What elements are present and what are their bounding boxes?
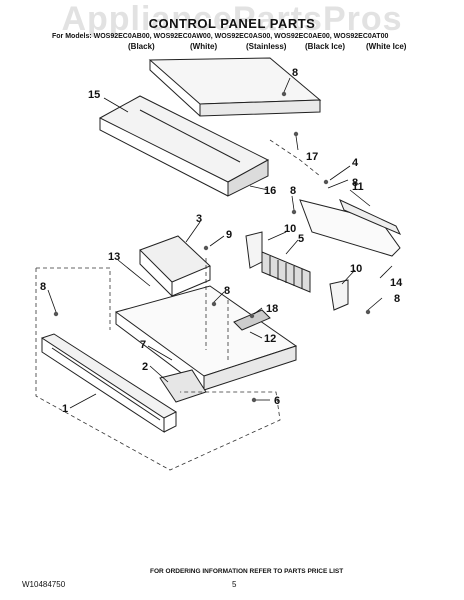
watermark: AppliancePartsPros xyxy=(61,0,403,38)
callout-label: 18 xyxy=(266,303,278,315)
bracket-right xyxy=(329,279,349,311)
callout-label: 8 xyxy=(290,185,296,197)
callout-label: 13 xyxy=(108,251,120,263)
top-cover-panel xyxy=(148,57,322,105)
variant-label: (White) xyxy=(190,42,218,51)
callout-label: 12 xyxy=(264,333,276,345)
callout-label: 5 xyxy=(298,233,304,245)
variant-label: (White Ice) xyxy=(366,42,407,51)
callout-label: 2 xyxy=(142,361,148,373)
callout-label: 4 xyxy=(352,157,359,169)
callout-label: 8 xyxy=(292,67,298,79)
callout-label: 9 xyxy=(226,229,232,241)
callout-label: 8 xyxy=(40,281,46,293)
document-id: W10484750 xyxy=(22,580,66,589)
page-title: CONTROL PANEL PARTS xyxy=(148,16,316,31)
callout-label: 8 xyxy=(224,285,230,297)
callout-label: 8 xyxy=(352,177,358,189)
variant-label: (Black) xyxy=(128,42,155,51)
callout-label: 7 xyxy=(140,339,146,351)
callout-label: 8 xyxy=(394,293,400,305)
page-number: 5 xyxy=(232,580,237,589)
bracket-left xyxy=(245,231,263,269)
models-line: For Models: WOS92EC0AB00, WOS92EC0AW00, … xyxy=(52,33,389,40)
callout-label: 16 xyxy=(264,185,276,197)
callout-label: 14 xyxy=(390,277,403,289)
ordering-note: FOR ORDERING INFORMATION REFER TO PARTS … xyxy=(150,568,344,575)
callout-label: 1 xyxy=(62,403,68,415)
callout-label: 11 xyxy=(352,181,364,193)
callout-label: 17 xyxy=(306,151,318,163)
callout-label: 10 xyxy=(284,223,296,235)
callout-label: 10 xyxy=(350,263,362,275)
ui-board xyxy=(159,369,207,403)
variant-label: (Stainless) xyxy=(246,42,287,51)
callout-label: 6 xyxy=(274,395,280,407)
variant-label: (Black Ice) xyxy=(305,42,346,51)
callout-label: 15 xyxy=(88,89,100,101)
callout-label: 3 xyxy=(196,213,202,225)
